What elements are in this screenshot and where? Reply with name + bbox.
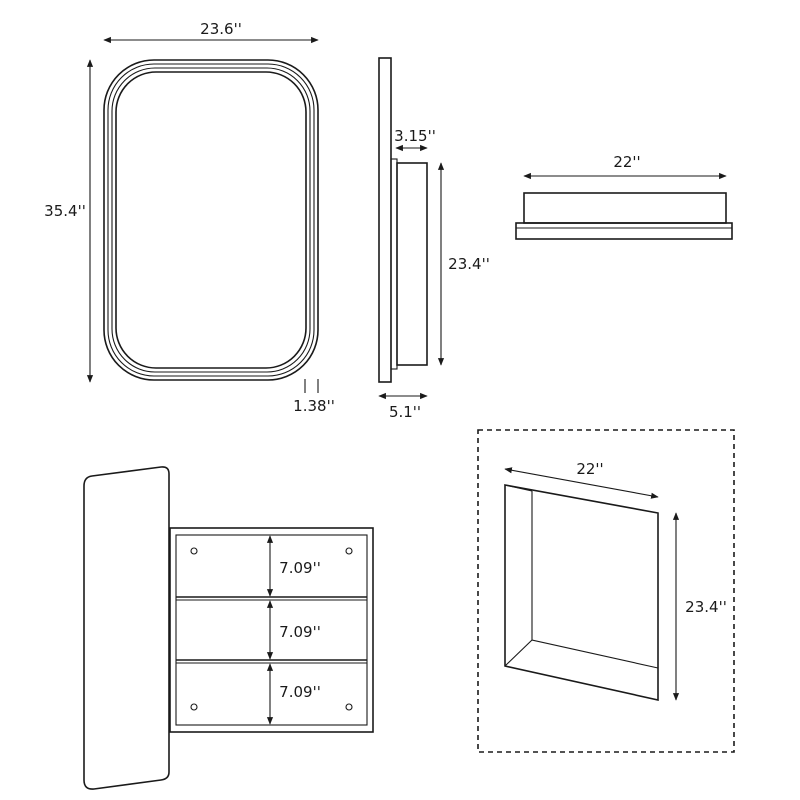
open-cabinet-view: 7.09'' 7.09'' 7.09'' (83, 466, 374, 790)
side-height-label: 23.4'' (448, 255, 490, 273)
recess-top-depth-edge (504, 484, 533, 492)
recess-back-panel (531, 491, 659, 669)
shelf-2-label: 7.09'' (279, 623, 321, 641)
top-width-label: 22'' (613, 153, 640, 171)
mounting-hole-icon (345, 547, 353, 555)
cabinet-body-inner (175, 534, 368, 726)
front-view: 23.6'' 35.4'' 1.38'' (44, 20, 335, 415)
top-frame-outline (515, 222, 733, 240)
mounting-hole-icon (190, 703, 198, 711)
recess-height-label: 23.4'' (685, 598, 727, 616)
mounting-hole-icon (345, 703, 353, 711)
front-height-label: 35.4'' (44, 202, 86, 220)
side-recessed-box (396, 162, 428, 366)
recess-dashed-border (477, 429, 735, 753)
mirror-frame-ring-2 (111, 67, 311, 373)
mirror-outer-frame (103, 59, 319, 381)
top-box-outline (523, 192, 727, 224)
side-total-depth-label: 5.1'' (389, 403, 421, 421)
shelf-3-label: 7.09'' (279, 683, 321, 701)
mirror-glass (115, 71, 307, 369)
open-door-panel (83, 466, 170, 790)
side-depth-label: 3.15'' (394, 127, 436, 145)
mounting-hole-icon (190, 547, 198, 555)
recess-view: 22'' 23.4'' (477, 429, 735, 753)
recess-bottom-depth-edge (504, 639, 533, 667)
side-frame-profile (378, 57, 392, 383)
front-width-label: 23.6'' (200, 20, 242, 38)
shelf-1-label: 7.09'' (279, 559, 321, 577)
recess-width-label: 22'' (576, 460, 603, 478)
recess-opening (504, 484, 659, 701)
recess-width-dimension-line (504, 467, 659, 499)
frame-depth-label: 1.38'' (293, 397, 335, 415)
top-view: 22'' (515, 153, 733, 240)
cabinet-body-outer (169, 527, 374, 733)
side-view: 3.15'' 23.4'' 5.1'' (378, 57, 490, 421)
mirror-frame-ring (107, 63, 315, 377)
side-flange (390, 158, 398, 370)
